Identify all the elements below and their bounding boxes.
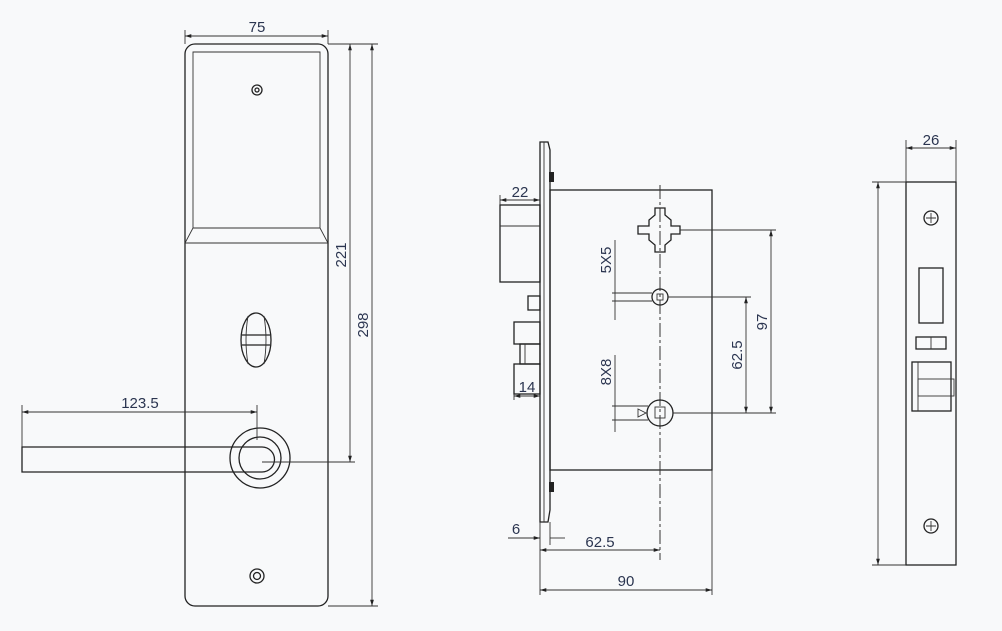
card-height-dimension: 221 <box>333 242 350 267</box>
width-dimension: 75 <box>249 19 266 36</box>
faceplate-dimension: 6 <box>512 521 520 538</box>
cylinder-spacing-dimension: 97 <box>754 314 771 331</box>
faceplate-view: 26 <box>872 132 957 566</box>
top-screw-icon <box>923 210 939 226</box>
square-large-dimension: 8X8 <box>598 359 615 386</box>
key-slot-icon <box>240 312 272 368</box>
spindle-spacing-dimension: 62.5 <box>729 340 746 369</box>
bottom-screw-icon <box>923 518 939 534</box>
faceplate-width-dimension: 26 <box>923 132 940 149</box>
top-screw-icon <box>251 84 263 96</box>
total-height-dimension: 298 <box>355 312 372 337</box>
deadbolt-opening <box>911 361 952 412</box>
lever-handle <box>21 427 291 489</box>
cylinder-hole-icon <box>637 207 681 253</box>
front-view: 75 221 298 123.5 <box>21 19 378 607</box>
backset-dimension: 62.5 <box>585 534 614 551</box>
lever-length-dimension: 123.5 <box>121 395 159 412</box>
dead-bolt <box>513 321 541 395</box>
mortise-view: 22 5X5 8X8 14 62.5 97 6 62.5 90 <box>499 141 776 595</box>
deadbolt-dimension: 14 <box>519 379 536 396</box>
card-reader-area <box>184 51 329 244</box>
latch-opening <box>918 267 944 324</box>
escutcheon-plate <box>184 43 329 607</box>
faceplate <box>905 181 957 566</box>
latch-bolt <box>499 204 541 283</box>
trigger-bolt <box>527 295 541 311</box>
square-small-dimension: 5X5 <box>598 247 615 274</box>
depth-dimension: 90 <box>618 573 635 590</box>
mortise-body <box>549 189 713 471</box>
latch-dimension: 22 <box>512 184 529 201</box>
mortise-faceplate <box>539 141 551 523</box>
bottom-screw-icon <box>249 568 265 584</box>
